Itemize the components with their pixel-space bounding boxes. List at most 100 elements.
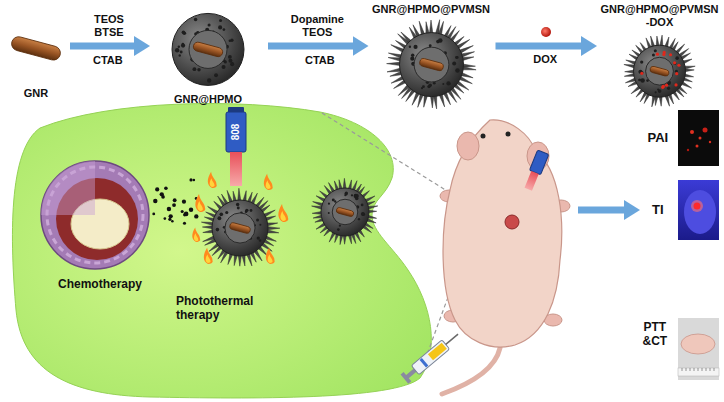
pore [178, 45, 180, 47]
silica-shell [212, 200, 268, 256]
heat-flame [208, 172, 217, 188]
pore [655, 91, 657, 93]
gold-nanorod [229, 222, 251, 234]
drug-molecule [183, 222, 186, 225]
photoacoustic-image [678, 110, 719, 166]
pore [328, 203, 330, 205]
particle-label: GNR@HPMO@PVMSN [372, 3, 490, 16]
heat-flame [278, 204, 288, 222]
pore [230, 39, 233, 42]
pore [455, 56, 458, 59]
drug-molecule [172, 203, 176, 207]
heat-flame [192, 228, 200, 242]
pore [455, 56, 458, 59]
particle-node: GNR [4, 10, 68, 100]
drug-molecule [189, 178, 192, 181]
imaging-label: PTT &CT [643, 320, 668, 349]
process-arrow [496, 43, 586, 50]
syringe [401, 330, 462, 384]
drug-molecule [194, 214, 198, 218]
mouse-photo [678, 318, 719, 380]
laser-wavelength: 808 [230, 124, 242, 141]
mouse [505, 215, 519, 229]
particle-label: GNR@HPMO@PVMSN -DOX [600, 3, 718, 29]
pore [257, 236, 260, 239]
heat-flame [194, 233, 198, 241]
thermal-image [684, 190, 716, 234]
dox-molecule [674, 83, 677, 86]
pore [654, 49, 657, 52]
dox-molecule [669, 53, 672, 56]
particle-label: GNR [24, 87, 48, 100]
drug-molecule [164, 186, 168, 190]
heat-flame [278, 204, 288, 222]
pore [413, 45, 417, 49]
thermal-image [678, 180, 719, 240]
pore [410, 57, 414, 61]
pore [446, 81, 450, 85]
tumor-region [12, 104, 431, 398]
gold-nanorod [418, 58, 443, 72]
heat-flame [195, 194, 205, 212]
heat-flame [204, 248, 213, 264]
photoacoustic-image [690, 130, 694, 134]
pore [436, 40, 440, 44]
pore [230, 62, 234, 66]
pore [410, 54, 413, 57]
pore [216, 228, 220, 232]
pore [228, 59, 232, 63]
thermal-image [691, 200, 703, 212]
pore [197, 68, 200, 71]
pore [224, 60, 227, 63]
mouse [442, 348, 500, 394]
pore [228, 55, 232, 59]
particle-node: GNR@HPMO@PVMSN -DOX [597, 3, 722, 113]
pore [328, 212, 330, 214]
gold-nanorod [649, 66, 669, 77]
pore [452, 61, 456, 65]
pore [667, 87, 670, 90]
drug-molecule [169, 214, 173, 218]
laser-pointer [529, 150, 548, 175]
mouse [457, 132, 479, 160]
spiky-shell [312, 178, 378, 244]
drug-molecule [164, 217, 167, 220]
reagent-label: CTAB [93, 54, 123, 67]
drug-molecule [182, 200, 186, 204]
dox-molecule [673, 61, 676, 64]
pore [361, 204, 364, 207]
photoacoustic-image [709, 141, 711, 143]
pore [225, 211, 228, 214]
thermal-image [678, 180, 719, 240]
pore [408, 46, 410, 48]
pore [219, 212, 223, 216]
pore [652, 54, 655, 57]
pore [640, 78, 645, 83]
drug-molecule [189, 208, 193, 212]
photoacoustic-image [703, 128, 708, 133]
drug-molecule [171, 220, 174, 223]
pore [640, 71, 643, 74]
syringe [420, 358, 429, 368]
pore [193, 67, 197, 71]
silica-shell [321, 188, 369, 236]
drug-molecule [167, 207, 171, 211]
process-arrow [578, 200, 640, 220]
mouse [440, 120, 570, 394]
drug-molecule [155, 187, 159, 191]
photoacoustic-image [696, 145, 699, 148]
thermal-image [694, 203, 701, 210]
pore [640, 60, 643, 63]
pore [344, 192, 347, 195]
heat-flame [197, 201, 202, 211]
dox-molecule [640, 72, 643, 75]
drug-molecule [168, 218, 171, 221]
reagent-label: CTAB [305, 54, 335, 67]
spiky-shell [201, 188, 280, 266]
pore [639, 79, 641, 81]
heat-flame [208, 172, 217, 188]
drug-molecule [152, 212, 155, 215]
gold-nanorod [192, 41, 223, 57]
imaging-label: PAI [648, 130, 669, 146]
